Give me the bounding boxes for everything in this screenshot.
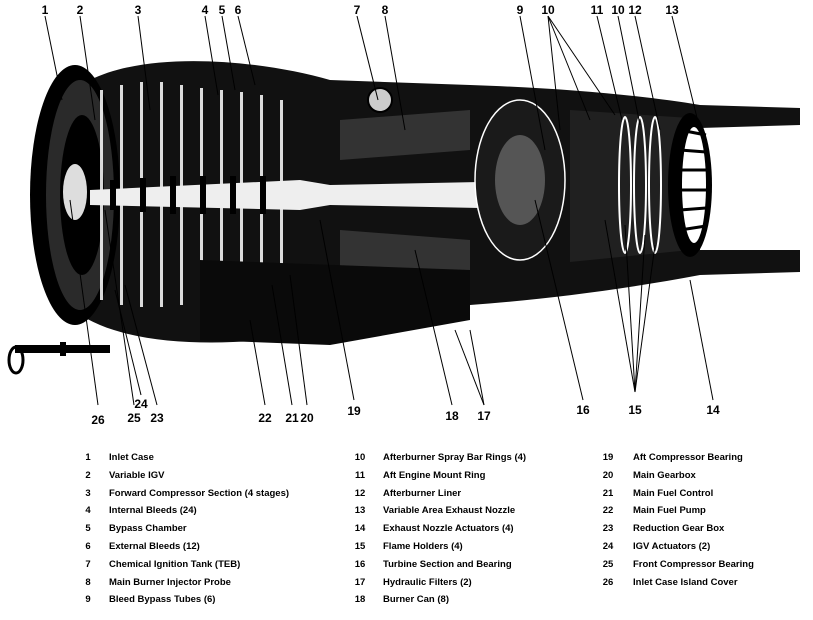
legend-number: 3 [85, 487, 91, 499]
legend-label: Variable IGV [109, 469, 165, 481]
legend-number: 1 [85, 452, 91, 463]
legend-number: 21 [602, 487, 614, 499]
legend-label: Bypass Chamber [109, 523, 187, 535]
callout-3: 3 [134, 3, 142, 17]
callout-17: 17 [477, 409, 491, 423]
callout-16: 16 [576, 403, 590, 417]
callout-7: 7 [353, 3, 361, 17]
callout-1: 1 [41, 3, 49, 17]
drive-shaft [7, 342, 110, 375]
legend-number: 25 [602, 558, 614, 570]
legend-number: 12 [354, 487, 366, 499]
legend-label: Front Compressor Bearing [633, 558, 754, 570]
callout-24: 24 [134, 397, 148, 411]
legend-number: 5 [85, 523, 91, 535]
parts-legend: 1 Inlet Case 2 Variable IGV 3 Forward Compr… [0, 450, 813, 620]
legend-label: Turbine Section and Bearing [383, 558, 512, 570]
legend-label: Inlet Case Island Cover [633, 576, 738, 588]
callout-11: 11 [590, 3, 604, 17]
legend-label: Main Gearbox [633, 469, 696, 481]
legend-label: Flame Holders (4) [383, 540, 463, 552]
legend-number: 20 [602, 469, 614, 481]
legend-label: Exhaust Nozzle Actuators (4) [383, 523, 514, 535]
legend-number: 10 [354, 452, 366, 463]
legend-number: 24 [602, 540, 614, 552]
callout-25: 25 [127, 411, 141, 425]
legend-label: Main Fuel Pump [633, 505, 706, 517]
callout-12: 12 [628, 3, 642, 17]
legend-number: 19 [602, 452, 614, 463]
legend-label: Variable Area Exhaust Nozzle [383, 505, 516, 517]
legend-label: Aft Compressor Bearing [633, 452, 743, 463]
callout-19: 19 [347, 404, 361, 418]
legend-number: 7 [85, 558, 91, 570]
legend-label: Main Burner Injector Probe [109, 576, 231, 588]
legend-number: 23 [602, 523, 614, 535]
callout-15: 15 [628, 403, 642, 417]
callout-20: 20 [300, 411, 314, 425]
legend-number: 16 [354, 558, 366, 570]
legend-number: 15 [354, 540, 366, 552]
legend-number: 26 [602, 576, 614, 588]
legend-number: 22 [602, 505, 614, 517]
callout-23: 23 [150, 411, 164, 425]
legend-label: Burner Can (8) [383, 594, 449, 606]
legend-number: 18 [354, 594, 366, 606]
callout-2: 2 [76, 3, 84, 17]
legend-label: Afterburner Liner [383, 487, 462, 499]
legend-label: Internal Bleeds (24) [109, 505, 197, 517]
legend-number: 2 [85, 469, 91, 481]
legend-number: 9 [85, 594, 91, 606]
legend-number: 17 [354, 576, 366, 588]
leader-lines [44, 15, 714, 406]
callout-14: 14 [706, 403, 720, 417]
callout-18: 18 [445, 409, 459, 423]
legend-number: 11 [354, 469, 366, 481]
callout-22: 22 [258, 411, 272, 425]
callout-10a: 10 [541, 3, 555, 17]
legend-number: 4 [85, 505, 91, 517]
legend-number: 8 [85, 576, 91, 588]
callout-4: 4 [201, 3, 209, 17]
legend-label: Hydraulic Filters (2) [383, 576, 472, 588]
engine-cutaway-illustration [7, 15, 800, 406]
legend-number: 13 [354, 505, 366, 517]
callout-10b: 10 [611, 3, 625, 17]
legend-label: Aft Engine Mount Ring [383, 469, 486, 481]
callout-9: 9 [516, 3, 524, 17]
callout-21: 21 [285, 411, 299, 425]
legend-label: IGV Actuators (2) [633, 540, 711, 552]
legend-number: 14 [354, 523, 366, 535]
legend-label: Main Fuel Control [633, 487, 714, 499]
legend-label: Afterburner Spray Bar Rings (4) [383, 452, 527, 463]
callout-26: 26 [91, 413, 105, 427]
legend-label: Reduction Gear Box [633, 523, 725, 535]
legend-label: Bleed Bypass Tubes (6) [109, 594, 216, 606]
legend-label: Chemical Ignition Tank (TEB) [109, 558, 241, 570]
legend-number: 6 [85, 540, 91, 552]
callout-13: 13 [665, 3, 679, 17]
legend-label: External Bleeds (12) [109, 540, 200, 552]
callout-6: 6 [234, 3, 242, 17]
callout-8: 8 [381, 3, 389, 17]
legend-label: Forward Compressor Section (4 stages) [109, 487, 290, 499]
callout-5: 5 [218, 3, 226, 17]
legend-label: Inlet Case [109, 452, 154, 463]
engine-body [30, 61, 800, 345]
